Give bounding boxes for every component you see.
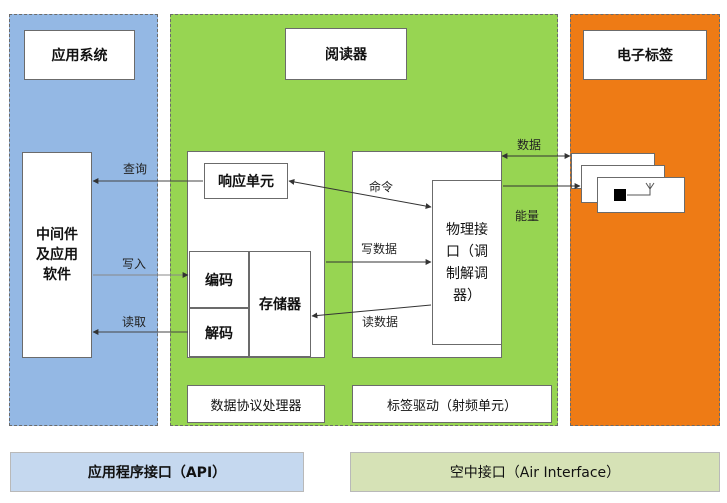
air-interface-bar: 空中接口（Air Interface） [350, 452, 720, 492]
read-data-arrow [311, 304, 432, 319]
api-bar: 应用程序接口（API） [10, 452, 304, 492]
energy-label: 能量 [515, 209, 540, 223]
response-unit-box: 响应单元 [204, 163, 288, 199]
write-label: 写入 [122, 257, 147, 271]
tag-title: 电子标签 [583, 30, 707, 80]
query-label: 查询 [123, 162, 148, 176]
storage-box: 存储器 [249, 251, 311, 357]
physical-interface-box: 物理接口（调制解调器） [432, 180, 502, 345]
tag-chip [614, 189, 626, 201]
tag-panel [570, 14, 720, 426]
tag-driver-label: 标签驱动（射频单元） [352, 385, 552, 423]
encode-box: 编码 [189, 251, 249, 308]
middleware-box: 中间件及应用软件 [22, 152, 92, 358]
read-data-label: 读数据 [362, 315, 399, 329]
protocol-processor-label: 数据协议处理器 [187, 385, 325, 423]
read-label: 读取 [122, 315, 147, 329]
tag-antenna [627, 183, 651, 196]
data-label: 数据 [517, 138, 542, 152]
tag-antenna-head [645, 182, 655, 190]
command-label: 命令 [369, 180, 394, 194]
reader-title: 阅读器 [285, 28, 407, 80]
write-data-label: 写数据 [361, 242, 398, 256]
decode-box: 解码 [189, 308, 249, 357]
app-system-title: 应用系统 [24, 30, 135, 80]
command-arrow [288, 179, 432, 209]
